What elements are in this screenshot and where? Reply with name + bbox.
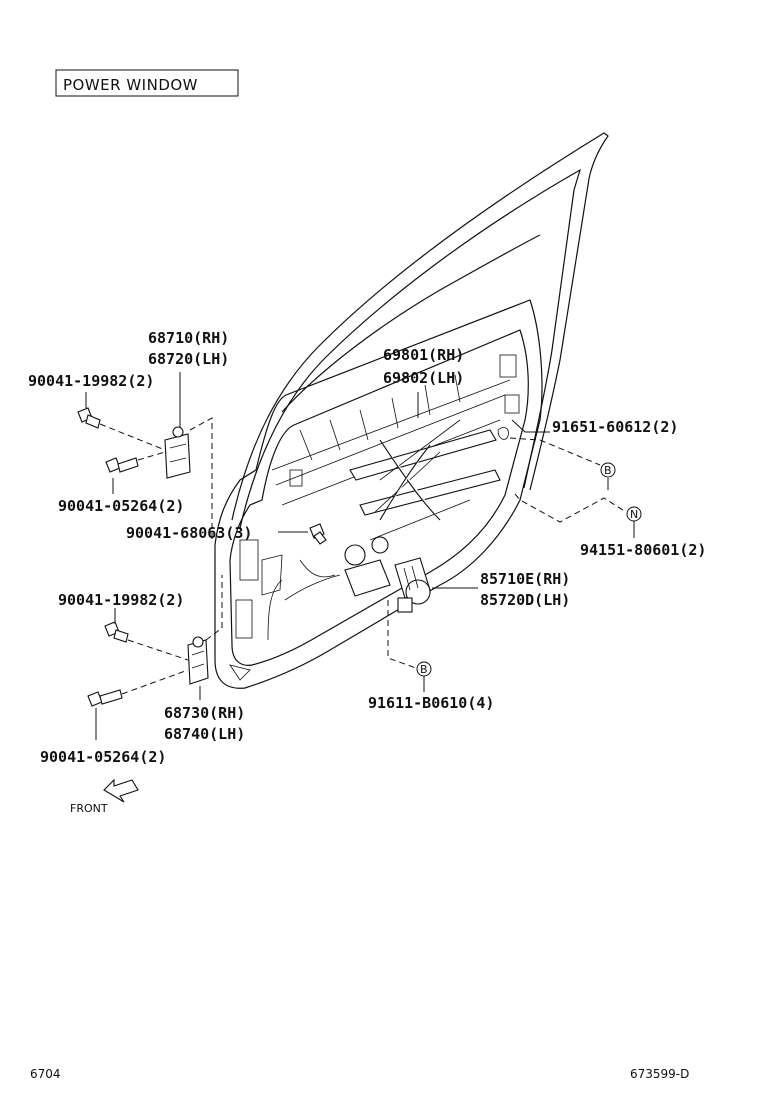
bolt-90041-68063 [309,523,327,545]
front-arrow-icon [103,778,139,803]
part-label-90041-68063: 90041-68063(3) [126,524,252,542]
part-label-94151: 94151-80601(2) [580,541,706,559]
lower-hinge-assembly [87,575,223,707]
part-label-68730: 68730(RH)68740(LH) [164,704,245,743]
power-window-motor [394,557,431,613]
part-label-85710: 85710E(RH)85720D(LH) [480,570,570,609]
front-label: FRONT [70,802,108,815]
part-labels: 68710(RH)68720(LH) 90041-19982(2) 90041-… [28,329,706,766]
front-direction-indicator: FRONT [70,778,139,815]
footer-right-code: 673599-D [630,1067,689,1081]
upper-hinge-assembly [77,407,213,540]
window-regulator [299,419,501,597]
svg-text:B: B [604,464,612,477]
callout-b-top: B [600,462,616,478]
leader-lines [85,372,635,740]
diagram-title-box: POWER WINDOW [55,69,239,97]
diagram-title: POWER WINDOW [63,76,198,94]
part-label-90041-19982-top: 90041-19982(2) [28,372,154,390]
part-label-91651: 91651-60612(2) [552,418,678,436]
svg-text:B: B [420,663,428,676]
part-label-90041-05264-bot: 90041-05264(2) [40,748,166,766]
part-label-69801: 69801(RH)69802(LH) [383,346,464,387]
door-frame-illustration [214,132,609,689]
part-label-68710: 68710(RH)68720(LH) [148,329,229,368]
part-label-91611: 91611-B0610(4) [368,694,494,712]
footer-left-code: 6704 [30,1067,61,1081]
callout-markers: B N B [416,462,642,677]
svg-text:N: N [630,508,638,521]
part-label-90041-19982-bot: 90041-19982(2) [58,591,184,609]
callout-n: N [626,506,642,522]
callout-b-bottom: B [416,661,432,677]
part-label-90041-05264-top: 90041-05264(2) [58,497,184,515]
